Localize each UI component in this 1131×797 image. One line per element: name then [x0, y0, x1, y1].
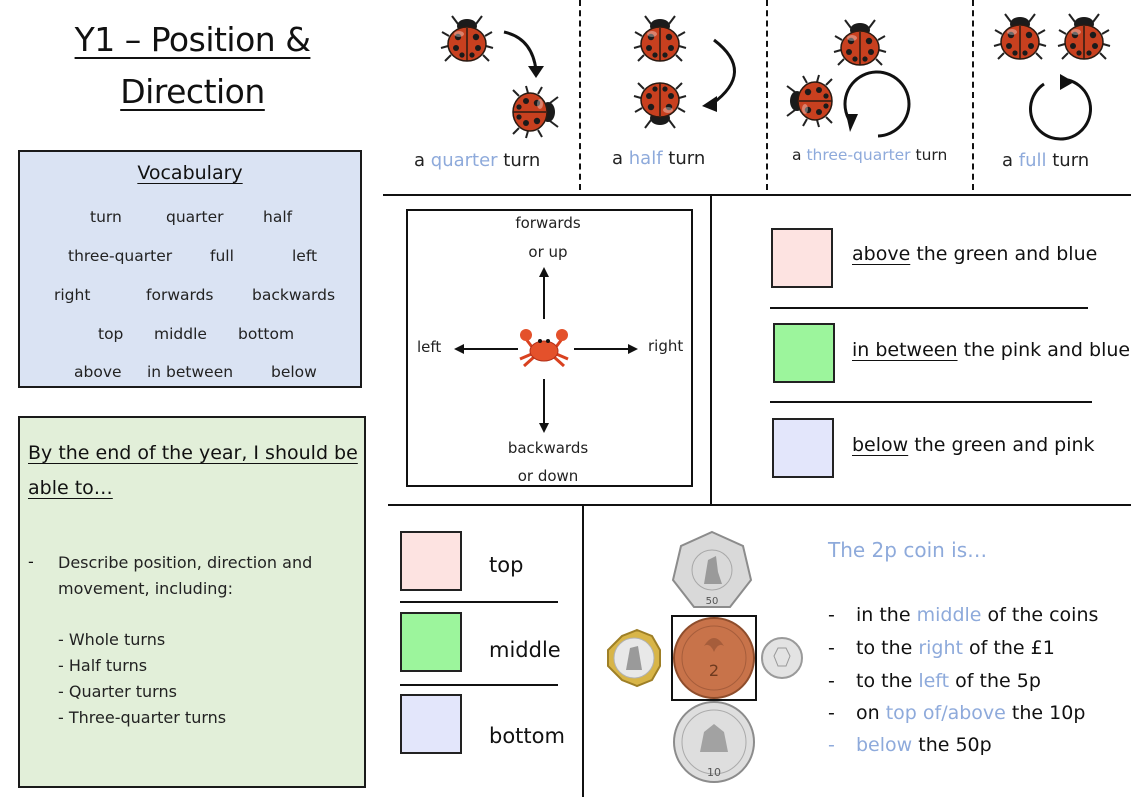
green-square — [773, 323, 835, 383]
coins-heading: The 2p coin is… — [828, 538, 988, 562]
vocab-word: right — [54, 286, 91, 304]
turn-label-full: a full turn — [1002, 150, 1090, 171]
vocabulary-box: Vocabulary turn quarter half three-quart… — [18, 150, 362, 388]
ladybird-icon — [440, 15, 494, 62]
separator-line — [400, 684, 558, 686]
direction-or-up: or up — [528, 243, 568, 261]
middle-square — [400, 612, 462, 672]
ladybird-icon — [633, 82, 687, 129]
bottom-square — [400, 694, 462, 754]
direction-backwards: backwards — [507, 439, 589, 457]
coins-illustration: 50 2 10 — [607, 530, 803, 783]
dashed-divider — [579, 0, 581, 190]
dashed-divider — [766, 0, 768, 190]
stack-bottom-label: bottom — [489, 724, 565, 748]
turn-label-half: a half turn — [612, 148, 706, 169]
goal-item: - Quarter turns — [58, 682, 177, 701]
five-pence-coin — [761, 637, 803, 679]
page-title: Y1 – Position & Direction — [20, 14, 365, 118]
separator-line — [770, 401, 1092, 403]
position-below-label: below the green and pink — [852, 434, 1095, 456]
ladybird-icon — [512, 85, 559, 139]
goals-heading: By the end of the year, I should be able… — [28, 442, 358, 499]
crab-icon — [519, 329, 569, 368]
coin-statement: -in the middle of the coins — [828, 604, 1099, 626]
direction-forwards: forwards — [515, 214, 581, 232]
separator-line — [770, 307, 1088, 309]
stack-top-label: top — [489, 553, 524, 577]
divider-line — [582, 506, 584, 797]
ladybird-icon — [633, 15, 687, 62]
vocab-word: above — [74, 363, 122, 381]
vocab-word: middle — [154, 325, 207, 343]
directions-box: forwards or up left right backwards or d… — [406, 209, 693, 487]
direction-or-down: or down — [517, 467, 579, 485]
ladybird-icon — [993, 13, 1047, 60]
pink-square — [771, 228, 833, 288]
two-pence-coin: 2 — [673, 617, 755, 699]
goals-box: By the end of the year, I should be able… — [18, 416, 366, 788]
title-line-1: Y1 – Position & — [74, 20, 311, 59]
position-above-label: above the green and blue — [852, 243, 1098, 265]
fifty-pence-coin: 50 — [671, 530, 753, 608]
divider-line — [710, 196, 712, 504]
ladybird-icon — [786, 74, 833, 128]
vocab-word: full — [210, 247, 234, 265]
divider-line — [383, 194, 1131, 196]
vocab-word: turn — [90, 208, 122, 226]
vocab-word: below — [271, 363, 317, 381]
one-pound-coin — [607, 628, 661, 688]
vocab-word: in between — [147, 363, 234, 381]
coin-statement: -below the 50p — [828, 734, 992, 756]
vocab-word: bottom — [238, 325, 295, 343]
ladybird-icon — [1057, 13, 1111, 60]
blue-square — [772, 418, 834, 478]
turn-label-quarter: a quarter turn — [414, 150, 541, 171]
dashed-divider — [972, 0, 974, 190]
vocab-word: quarter — [166, 208, 224, 226]
direction-right: right — [648, 337, 684, 355]
top-square — [400, 531, 462, 591]
ten-pence-coin: 10 — [673, 701, 755, 783]
goal-item: - Three-quarter turns — [58, 708, 227, 727]
vocab-word: backwards — [252, 286, 336, 304]
svg-text:50: 50 — [706, 596, 719, 607]
coin-statement: -on top of/above the 10p — [828, 702, 1086, 724]
stack-middle-label: middle — [489, 638, 561, 662]
coin-statement: -to the right of the £1 — [828, 637, 1055, 659]
title-line-2: Direction — [120, 72, 265, 111]
vocab-word: forwards — [146, 286, 214, 304]
coin-statement: -to the left of the 5p — [828, 670, 1041, 692]
vocabulary-heading: Vocabulary — [137, 162, 243, 184]
direction-left: left — [417, 338, 442, 356]
turns-illustration — [440, 13, 1111, 141]
svg-text:10: 10 — [707, 766, 721, 779]
vocab-word: left — [292, 247, 318, 265]
direction-arrows — [454, 267, 638, 433]
separator-line — [400, 601, 558, 603]
goal-item: - Half turns — [58, 656, 148, 675]
vocab-word: three-quarter — [68, 247, 173, 265]
goal-main-text: Describe position, direction and movemen… — [58, 553, 313, 598]
svg-text:2: 2 — [709, 661, 719, 680]
position-between-label: in between the pink and blue — [852, 339, 1131, 361]
vocab-word: half — [263, 208, 293, 226]
vocab-word: top — [98, 325, 124, 343]
ladybird-icon — [833, 19, 887, 66]
turn-label-three-quarter: a three-quarter turn — [792, 146, 948, 164]
goal-item: - Whole turns — [58, 630, 166, 649]
divider-line — [388, 504, 1131, 506]
goal-dash: - — [28, 552, 34, 571]
